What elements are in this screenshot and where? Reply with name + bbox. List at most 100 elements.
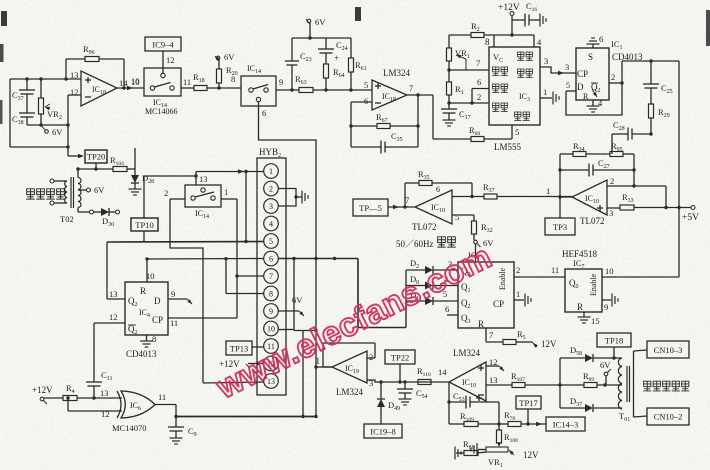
svg-text:D: D [154, 296, 161, 306]
svg-text:3: 3 [544, 56, 548, 66]
svg-text:LM324: LM324 [383, 68, 411, 78]
svg-text:10: 10 [267, 324, 275, 333]
svg-text:R37: R37 [483, 182, 495, 194]
svg-text:D0: D0 [410, 274, 419, 286]
svg-text:+12V: +12V [32, 385, 53, 395]
svg-text:9: 9 [604, 302, 608, 312]
svg-text:1: 1 [546, 186, 550, 196]
svg-text:13: 13 [100, 388, 109, 398]
svg-text:C27: C27 [598, 158, 610, 170]
svg-text:Q0: Q0 [461, 266, 471, 278]
svg-text:C17: C17 [459, 109, 471, 121]
svg-text:C28: C28 [613, 120, 625, 132]
svg-text:5: 5 [364, 80, 368, 90]
svg-text:5: 5 [443, 289, 447, 299]
svg-text:9: 9 [279, 77, 283, 87]
svg-text:7: 7 [405, 195, 409, 205]
svg-text:VC: VC [493, 52, 503, 64]
svg-text:6V: 6V [600, 360, 611, 370]
svg-text:5: 5 [515, 127, 519, 137]
svg-text:HEF4518: HEF4518 [562, 249, 598, 259]
svg-text:5: 5 [455, 212, 459, 222]
svg-text:6V: 6V [315, 17, 326, 27]
svg-text:11: 11 [158, 392, 166, 402]
svg-text:R68: R68 [469, 125, 480, 137]
svg-text:LM324: LM324 [453, 348, 481, 358]
svg-text:C37: C37 [12, 90, 24, 102]
svg-text:R34: R34 [573, 141, 585, 153]
svg-text:Q1: Q1 [461, 282, 471, 294]
svg-text:CN10–3: CN10–3 [654, 345, 683, 355]
svg-text:R: R [478, 319, 484, 329]
svg-text:7: 7 [269, 272, 273, 281]
svg-text:13: 13 [489, 375, 498, 385]
svg-text:12V: 12V [523, 450, 539, 460]
svg-text:CP: CP [577, 69, 588, 79]
svg-text:11: 11 [267, 342, 275, 351]
svg-text:3: 3 [269, 202, 273, 211]
svg-text:Enable: Enable [589, 273, 598, 296]
svg-text:2: 2 [164, 188, 168, 198]
svg-text:LM324: LM324 [336, 387, 364, 397]
svg-text:14: 14 [119, 78, 128, 88]
svg-text:MC14070: MC14070 [112, 423, 146, 433]
svg-text:CD4013: CD4013 [126, 349, 157, 359]
svg-text:R: R [140, 286, 146, 296]
svg-text:Q0: Q0 [569, 278, 579, 290]
svg-text:1: 1 [269, 167, 273, 176]
svg-text:12: 12 [70, 87, 79, 97]
svg-text:7: 7 [476, 58, 480, 68]
svg-text:6: 6 [262, 108, 266, 118]
svg-text:13: 13 [267, 377, 275, 386]
svg-text:TP—5: TP—5 [359, 203, 382, 213]
svg-text:TL072: TL072 [412, 222, 437, 232]
svg-text:Q2: Q2 [591, 82, 601, 94]
svg-text:VR1: VR1 [488, 457, 503, 469]
svg-text:TP20: TP20 [87, 152, 105, 162]
svg-text:+: + [334, 53, 339, 63]
svg-text:13: 13 [109, 289, 118, 299]
svg-text:6: 6 [436, 185, 440, 194]
svg-text:R4: R4 [66, 383, 75, 395]
svg-text:8: 8 [269, 289, 273, 298]
svg-text:TP10: TP10 [135, 220, 153, 230]
svg-text:IC19–8: IC19–8 [370, 427, 396, 437]
svg-text:Enable: Enable [498, 267, 507, 290]
svg-text:13: 13 [70, 70, 79, 80]
svg-text:MC14066: MC14066 [145, 107, 177, 116]
svg-text:R96: R96 [83, 44, 95, 56]
svg-text:R67: R67 [376, 112, 388, 124]
svg-text:6V: 6V [94, 185, 105, 195]
svg-text:C16: C16 [526, 1, 537, 13]
svg-text:R78: R78 [504, 410, 515, 422]
svg-text:7: 7 [409, 83, 413, 93]
svg-text:4: 4 [537, 37, 542, 47]
svg-text:1: 1 [543, 87, 547, 97]
svg-text:2: 2 [269, 184, 273, 193]
svg-text:R29: R29 [658, 107, 670, 119]
svg-text:11: 11 [551, 265, 559, 275]
svg-text:R86: R86 [463, 439, 475, 451]
svg-text:IC14: IC14 [247, 64, 261, 75]
svg-text:11: 11 [170, 318, 178, 328]
svg-text:8: 8 [152, 334, 156, 344]
svg-text:12: 12 [109, 312, 118, 322]
svg-text:IC9–4: IC9–4 [152, 40, 174, 50]
svg-text:TP22: TP22 [391, 353, 409, 363]
svg-text:IC1: IC1 [468, 250, 480, 262]
svg-text:CP: CP [493, 299, 504, 309]
svg-text:IC10: IC10 [431, 203, 445, 214]
svg-text:R35: R35 [418, 169, 430, 181]
svg-text:1: 1 [224, 187, 228, 197]
svg-text:R20: R20 [226, 65, 238, 77]
svg-text:6: 6 [477, 77, 481, 87]
svg-text:6: 6 [269, 254, 273, 263]
svg-text:D: D [577, 82, 584, 92]
svg-text:8: 8 [485, 37, 490, 47]
svg-text:R2: R2 [471, 21, 480, 33]
svg-text:IC10: IC10 [585, 194, 599, 205]
svg-text:12V: 12V [541, 339, 557, 349]
svg-text:+12V: +12V [498, 3, 520, 13]
svg-text:2: 2 [516, 265, 520, 275]
svg-text:+5V: +5V [682, 213, 699, 223]
